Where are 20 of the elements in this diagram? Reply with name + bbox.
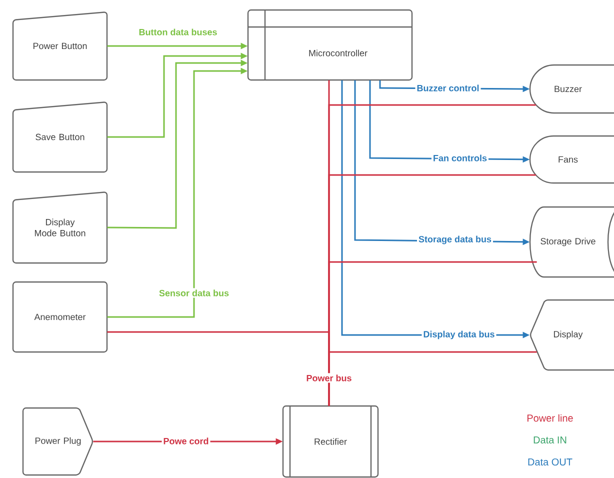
legend-text: Power line — [527, 414, 573, 422]
edge-label: Powe cord — [162, 436, 210, 446]
input-box: Power Button — [12, 12, 108, 81]
edge-label: Display data bus — [422, 329, 496, 341]
edge-label: Power bus — [304, 373, 354, 383]
edge-label: Buzzer control — [415, 83, 481, 93]
connector — [328, 351, 537, 406]
rectifier-box: Rectifier — [282, 405, 379, 478]
edge-label: Fan controls — [432, 153, 488, 163]
controller-box: Microcontroller — [247, 9, 413, 81]
input-box: Display Mode Button — [12, 192, 108, 264]
legend-text: Data OUT — [528, 458, 572, 466]
edge-label: Sensor data bus — [158, 288, 231, 298]
input-box: Save Button — [12, 102, 108, 173]
output-box: Buzzer — [529, 64, 614, 114]
edge-label: Button data buses — [137, 27, 219, 37]
sensor-box: Anemometer — [12, 281, 108, 353]
legend-text: Data IN — [534, 436, 566, 444]
output-box: Fans — [529, 135, 614, 184]
edge-label: Storage data bus — [417, 234, 493, 246]
